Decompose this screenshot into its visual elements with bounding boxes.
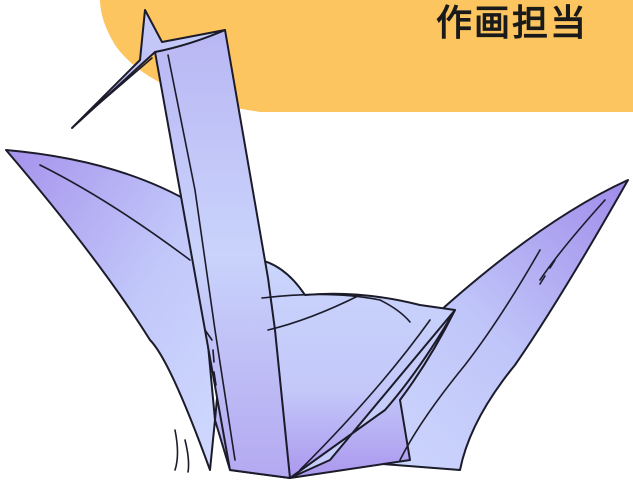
head: [71, 9, 226, 129]
front-fold: [289, 309, 456, 479]
right-wing: [329, 179, 629, 471]
header-title: 作画担当: [436, 3, 589, 44]
left-wing: [5, 149, 216, 471]
